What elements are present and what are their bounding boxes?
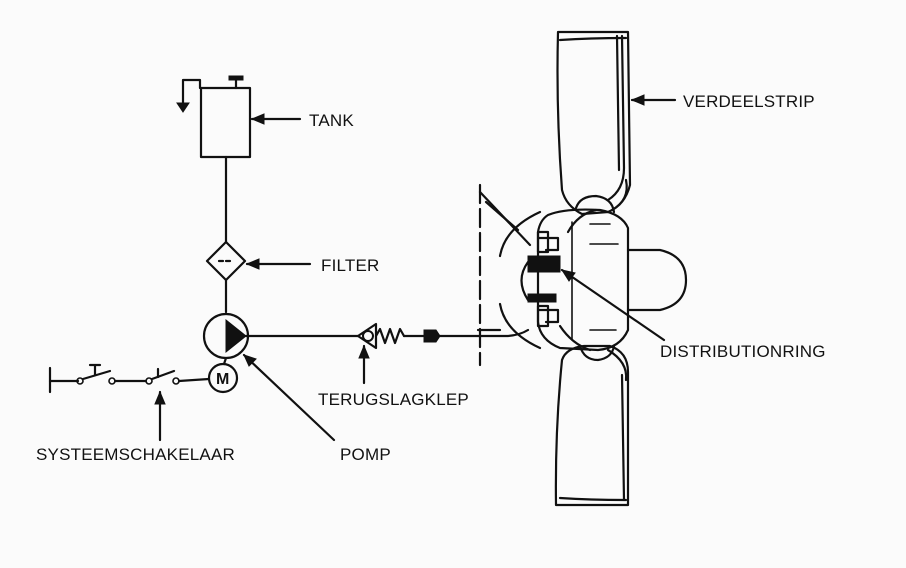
terugslagklep-label: TERUGSLAGKLEP (318, 390, 469, 409)
filter (205, 240, 247, 282)
system-switch (48, 363, 211, 394)
terugslagklep-callout: TERUGSLAGKLEP (318, 344, 469, 409)
propeller (498, 30, 688, 507)
motor: M (207, 362, 239, 394)
line-coupling (423, 329, 441, 343)
tank-callout: TANK (250, 111, 354, 130)
distributionring-callout: DISTRIBUTIONRING (560, 268, 826, 361)
spinner-edge-inner (484, 200, 520, 232)
check-valve (356, 322, 426, 350)
tank-label: TANK (309, 111, 354, 130)
verdeelstrip-callout: VERDEELSTRIP (630, 92, 815, 111)
distributionring-label: DISTRIBUTIONRING (660, 342, 826, 361)
filter-callout: FILTER (245, 256, 380, 275)
pump (202, 312, 250, 360)
motor-symbol: M (216, 371, 230, 388)
tank (176, 75, 252, 159)
pump-motor-link (222, 356, 228, 366)
systeemschakelaar-label: SYSTEEMSCHAKELAAR (36, 445, 235, 464)
pomp-callout: POMP (242, 353, 391, 464)
verdeelstrip-label: VERDEELSTRIP (683, 92, 815, 111)
pomp-label: POMP (340, 445, 391, 464)
filter-label: FILTER (321, 256, 380, 275)
systeemschakelaar-callout: SYSTEEMSCHAKELAAR (36, 390, 235, 464)
